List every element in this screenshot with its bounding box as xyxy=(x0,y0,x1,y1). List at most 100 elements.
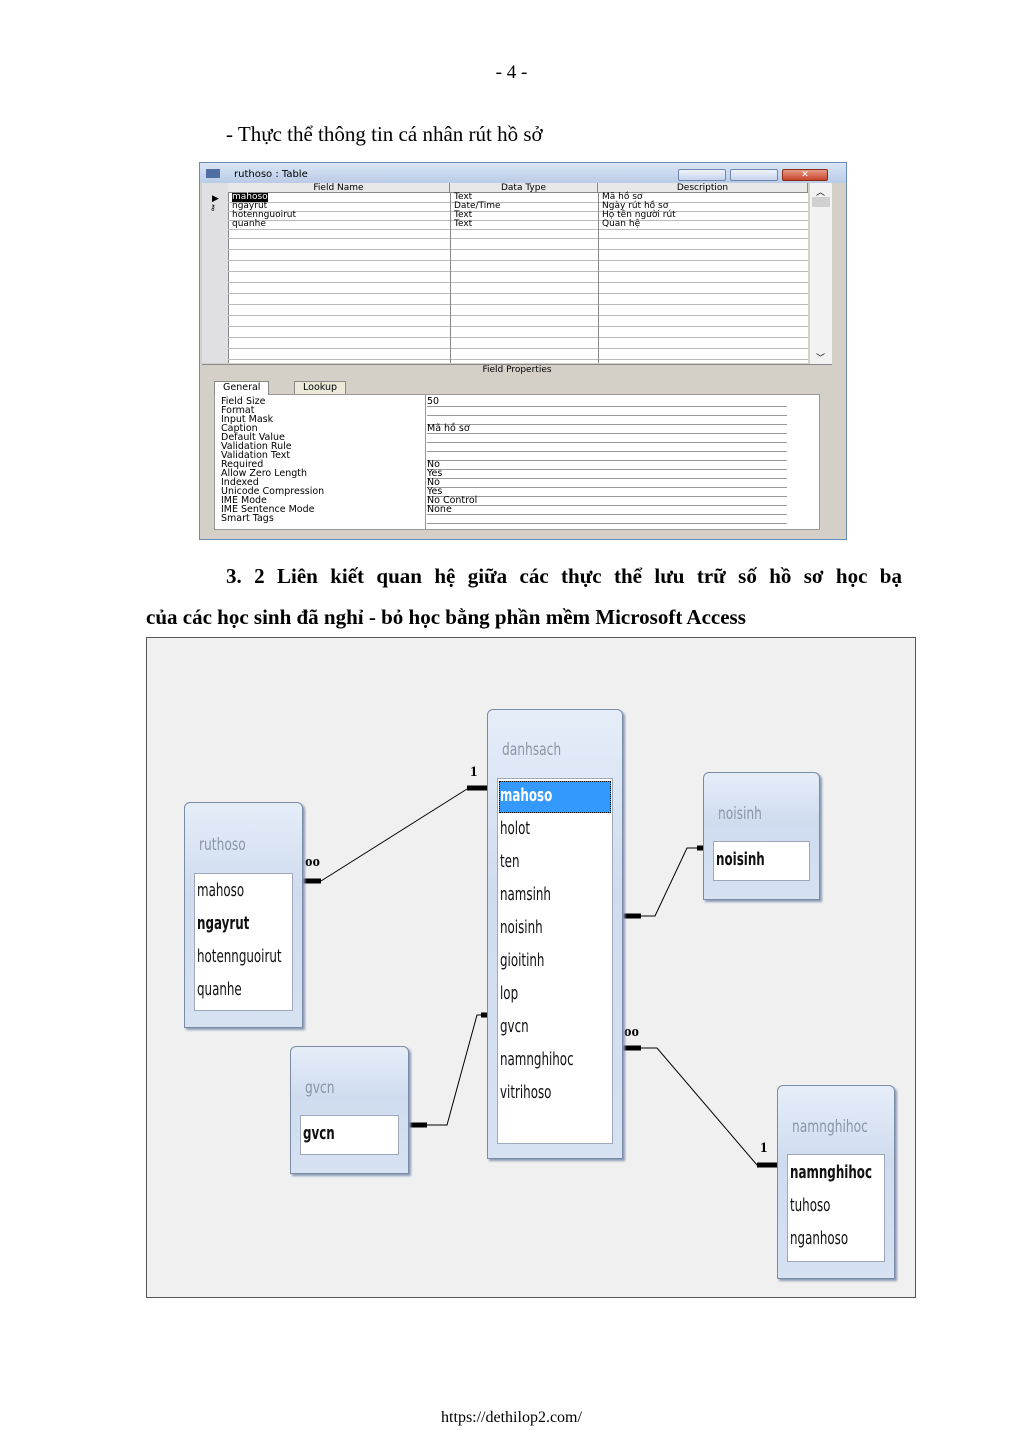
cardinality-one-label: 1 xyxy=(470,764,478,780)
empty-row[interactable] xyxy=(228,317,808,327)
field-item[interactable]: namnghihoc xyxy=(500,1049,574,1070)
table-ruthoso[interactable]: ruthoso mahoso ngayrut hotennguoirut qua… xyxy=(184,802,303,1028)
field-item[interactable]: mahoso xyxy=(500,785,553,806)
table-noisinh[interactable]: noisinh noisinh xyxy=(703,772,820,900)
property-row[interactable]: Smart Tags xyxy=(221,514,787,524)
property-value[interactable] xyxy=(427,406,787,416)
maximize-button[interactable] xyxy=(730,169,778,181)
field-item[interactable]: namnghihoc xyxy=(790,1162,873,1183)
empty-row[interactable] xyxy=(228,339,808,349)
field-item[interactable]: nganhoso xyxy=(790,1228,849,1249)
field-row[interactable]: mahoso Text Mã hồ sơ xyxy=(228,193,808,203)
field-row[interactable]: ngayrut Date/Time Ngày rút hồ sơ xyxy=(228,202,808,212)
description[interactable]: Mã hồ sơ xyxy=(602,192,643,202)
property-value[interactable]: No xyxy=(427,478,787,488)
vertical-scrollbar[interactable]: ︿ ﹀ xyxy=(810,183,832,365)
table-gvcn[interactable]: gvcn gvcn xyxy=(290,1046,409,1174)
tab-lookup[interactable]: Lookup xyxy=(294,381,347,395)
table-namnghihoc[interactable]: namnghihoc namnghihoc tuhoso nganhoso xyxy=(777,1085,895,1279)
empty-row[interactable] xyxy=(228,295,808,305)
empty-row[interactable] xyxy=(228,350,808,360)
field-item[interactable]: noisinh xyxy=(500,917,543,938)
property-value[interactable] xyxy=(427,442,787,452)
property-value[interactable] xyxy=(427,433,787,443)
field-item[interactable]: gvcn xyxy=(500,1016,529,1037)
scroll-up-icon[interactable]: ︿ xyxy=(816,188,826,198)
property-row[interactable]: Format xyxy=(221,406,787,416)
field-item[interactable]: vitrihoso xyxy=(500,1082,552,1103)
scroll-down-icon[interactable]: ﹀ xyxy=(816,354,826,364)
field-name[interactable]: mahoso xyxy=(232,192,268,202)
field-item[interactable]: namsinh xyxy=(500,884,551,905)
section-heading: 3. 2 Liên kiết quan hệ giữa các thực thể… xyxy=(146,556,902,638)
field-item[interactable]: tuhoso xyxy=(790,1195,831,1216)
table-title: noisinh xyxy=(718,804,762,824)
property-row[interactable]: Input Mask xyxy=(221,414,787,425)
field-item[interactable]: ngayrut xyxy=(197,913,250,934)
empty-row[interactable] xyxy=(228,284,808,294)
empty-row[interactable] xyxy=(228,273,808,283)
data-type[interactable]: Text xyxy=(454,219,473,229)
field-item[interactable]: holot xyxy=(500,818,531,839)
field-item[interactable]: ten xyxy=(500,851,520,872)
property-row[interactable]: Validation Text xyxy=(221,451,787,461)
property-label: Input Mask xyxy=(221,414,274,425)
property-label: Caption xyxy=(221,423,258,434)
field-item[interactable]: quanhe xyxy=(197,979,242,1000)
property-value[interactable] xyxy=(427,415,787,425)
empty-row[interactable] xyxy=(228,328,808,338)
tab-general[interactable]: General xyxy=(214,381,270,395)
close-button[interactable]: ✕ xyxy=(782,169,828,181)
property-value[interactable] xyxy=(427,514,787,524)
description[interactable]: Họ tên người rút xyxy=(602,210,676,220)
field-item[interactable]: lop xyxy=(500,983,519,1004)
property-value[interactable]: Yes xyxy=(427,487,787,497)
field-item[interactable]: gvcn xyxy=(303,1123,335,1144)
column-divider xyxy=(450,193,451,363)
property-value[interactable] xyxy=(427,451,787,461)
property-divider xyxy=(425,395,426,529)
empty-row[interactable] xyxy=(228,240,808,250)
data-type[interactable]: Text xyxy=(454,192,473,202)
field-row[interactable]: quanhe Text Quan hệ xyxy=(228,220,808,230)
empty-row[interactable] xyxy=(228,229,808,239)
property-value[interactable]: No xyxy=(427,460,787,470)
data-type[interactable]: Date/Time xyxy=(454,201,501,211)
field-item[interactable]: noisinh xyxy=(716,849,765,870)
field-item[interactable]: mahoso xyxy=(197,880,245,901)
empty-row[interactable] xyxy=(228,262,808,272)
field-properties-label: Field Properties xyxy=(202,364,832,376)
row-selector-column: ▶ ⚷ xyxy=(202,183,229,363)
property-row[interactable]: Validation Rule xyxy=(221,442,787,452)
property-value[interactable]: Mã hồ sơ xyxy=(427,424,787,434)
property-row[interactable]: Caption Mã hồ sơ xyxy=(221,423,787,434)
property-value[interactable]: None xyxy=(427,505,787,515)
field-item[interactable]: gioitinh xyxy=(500,950,545,971)
field-name[interactable]: hotennguoirut xyxy=(232,210,297,220)
description[interactable]: Ngày rút hồ sơ xyxy=(602,201,669,211)
empty-row[interactable] xyxy=(228,251,808,261)
minimize-button[interactable] xyxy=(678,169,726,181)
field-name[interactable]: quanhe xyxy=(232,219,266,229)
scroll-thumb[interactable] xyxy=(812,197,830,207)
table-danhsach[interactable]: danhsach mahoso holot ten namsinh noisin… xyxy=(487,709,623,1159)
data-type[interactable]: Text xyxy=(454,210,473,220)
field-name[interactable]: ngayrut xyxy=(232,201,268,211)
field-item[interactable]: hotennguoirut xyxy=(197,946,282,967)
description[interactable]: Quan hệ xyxy=(602,219,641,229)
property-label: Default Value xyxy=(221,432,285,443)
property-value[interactable]: No Control xyxy=(427,496,787,506)
property-value[interactable]: Yes xyxy=(427,469,787,479)
field-row[interactable]: hotennguoirut Text Họ tên người rút xyxy=(228,211,808,221)
property-value[interactable]: 50 xyxy=(427,397,787,407)
section-caption: - Thực thể thông tin cá nhân rút hồ sở xyxy=(226,122,543,146)
property-row[interactable]: Default Value xyxy=(221,432,787,443)
empty-row[interactable] xyxy=(228,306,808,316)
